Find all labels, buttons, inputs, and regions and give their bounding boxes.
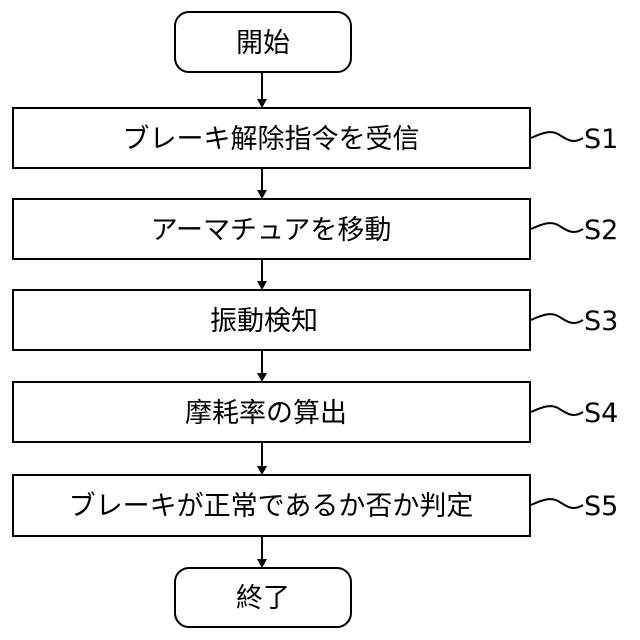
step-leader-s5 [531,499,583,508]
step-leader-s2 [531,223,583,232]
end-terminal-label: 終了 [236,583,290,614]
step-id-s1: S1 [584,124,618,155]
step-leader-s1 [531,132,583,141]
arrowhead-s2-s3 [257,281,267,290]
process-step-s3: 振動検知 S3 [13,290,618,350]
step-id-s4: S4 [584,398,618,429]
step-id-s5: S5 [584,491,618,522]
arrowhead-s5-end [257,559,267,568]
arrowhead-s4-s5 [257,466,267,475]
start-terminal: 開始 [175,12,351,72]
process-step-s5: ブレーキが正常であるか否か判定 S5 [13,475,618,536]
step-id-s2: S2 [584,215,618,246]
step-leader-s4 [531,406,583,415]
end-terminal: 終了 [175,568,351,627]
arrowhead-start-s1 [257,99,267,108]
process-label-s3: 振動検知 [210,306,318,337]
start-terminal-label: 開始 [236,28,290,59]
arrowhead-s1-s2 [257,190,267,199]
step-leader-s3 [531,314,583,323]
process-label-s4: 摩耗率の算出 [185,398,347,429]
process-label-s1: ブレーキ解除指令を受信 [123,124,420,155]
process-label-s5: ブレーキが正常であるか否か判定 [69,491,474,522]
process-step-s1: ブレーキ解除指令を受信 S1 [13,108,618,168]
process-label-s2: アーマチュアを移動 [151,215,392,246]
process-step-s4: 摩耗率の算出 S4 [13,382,618,442]
arrowhead-s3-s4 [257,373,267,382]
process-step-s2: アーマチュアを移動 S2 [13,199,618,259]
step-id-s3: S3 [584,306,618,337]
